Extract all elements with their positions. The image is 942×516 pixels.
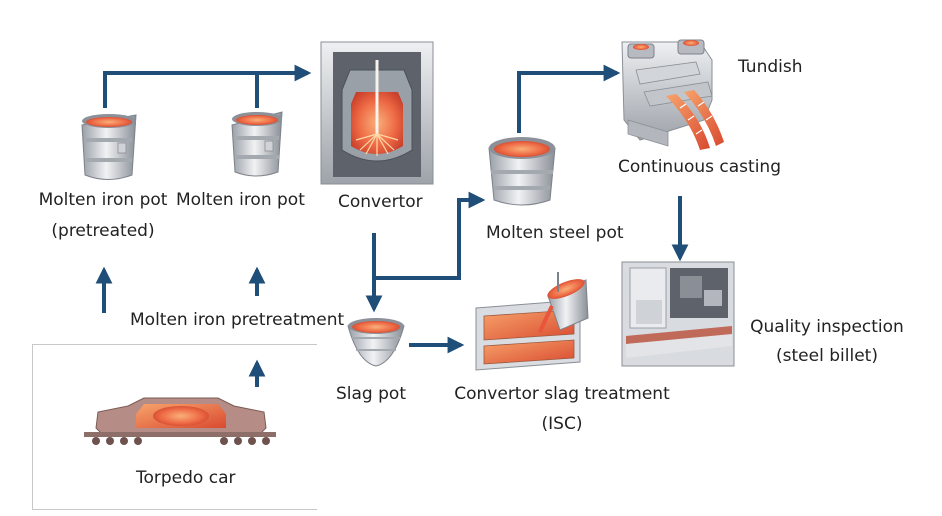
molten-steel-pot-icon <box>488 137 556 206</box>
label-molten-iron-pretreatment: Molten iron pretreatment <box>130 310 345 330</box>
convertor-icon <box>320 41 434 185</box>
label-molten-iron-pot-pretreated: Molten iron pot (pretreated) <box>8 189 198 242</box>
label-convertor-slag-treatment-line1: Convertor slag treatment <box>454 384 670 404</box>
label-convertor-slag-treatment: Convertor slag treatment (ISC) <box>446 383 678 435</box>
arrow-steel-pot-to-tundish <box>517 64 621 133</box>
quality-inspection-icon <box>621 261 735 367</box>
arrow-pots-to-convertor <box>103 64 312 108</box>
label-convertor-slag-treatment-line2: (ISC) <box>541 414 583 434</box>
label-convertor: Convertor <box>338 192 423 212</box>
torpedo-car-frame <box>32 344 317 510</box>
torpedo-car-icon <box>84 397 276 445</box>
convertor-slag-treatment-icon <box>475 272 589 371</box>
label-tundish: Tundish <box>738 57 803 77</box>
arrow-convertor-to-steel-pot <box>374 191 486 280</box>
label-slag-pot: Slag pot <box>336 384 406 404</box>
molten-iron-pot-pretreated-icon <box>81 114 137 180</box>
molten-iron-pot-icon <box>231 111 283 177</box>
label-continuous-casting: Continuous casting <box>618 157 781 177</box>
label-molten-iron-pot-pretreated-line2: (pretreated) <box>51 221 155 241</box>
label-molten-steel-pot: Molten steel pot <box>486 223 624 243</box>
label-quality-inspection-line2: (steel billet) <box>776 346 878 366</box>
tilting-ladle <box>538 272 589 333</box>
label-quality-inspection-line1: Quality inspection <box>750 317 904 337</box>
continuous-casting-icon <box>621 39 724 150</box>
flow-arrows <box>95 64 689 387</box>
label-quality-inspection: Quality inspection (steel billet) <box>742 316 912 367</box>
label-molten-iron-pot-pretreated-line1: Molten iron pot <box>38 190 168 210</box>
label-molten-iron-pot: Molten iron pot <box>176 190 305 210</box>
slag-pot-icon <box>347 318 405 367</box>
label-torpedo-car: Torpedo car <box>136 468 236 488</box>
